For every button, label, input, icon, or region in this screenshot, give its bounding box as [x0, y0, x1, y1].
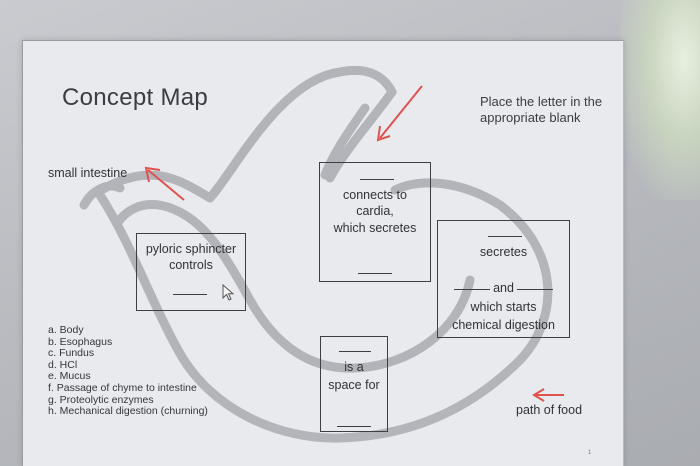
pyloric-line1: pyloric sphincter: [145, 242, 237, 256]
option-item: g. Proteolytic enzymes: [48, 393, 154, 406]
secretes-line3: which starts: [470, 300, 537, 314]
option-item: f. Passage of chyme to intestine: [48, 381, 197, 394]
space-bottom-answer-blank[interactable]: [337, 426, 371, 427]
secretes-line2: and: [493, 281, 514, 295]
small-intestine-label: small intestine: [48, 166, 128, 180]
instruction-text: Place the letter in the appropriate blan…: [480, 94, 603, 125]
cardia-line1: connects to: [343, 188, 407, 202]
pyloric-sphincter-box: pyloric sphincter controls: [136, 233, 246, 311]
option-item: c. Fundus: [48, 347, 95, 360]
secretes-second-and-blank[interactable]: [516, 289, 553, 290]
page-title: Concept Map: [62, 84, 209, 111]
secretes-line2-row: and: [438, 281, 569, 296]
option-item: e. Mucus: [48, 370, 91, 383]
pyloric-answer-blank[interactable]: [173, 294, 207, 295]
option-item: a. Body: [48, 324, 84, 336]
arrow-esophagus-icon: [376, 85, 423, 142]
answer-options-list: a. Body b. Esophagus c. Fundus d. HCl e.…: [48, 324, 208, 418]
cardia-line3: which secretes: [333, 221, 417, 235]
page-number: 1: [588, 450, 592, 456]
space-line2: space for: [328, 378, 380, 392]
secretes-line4: chemical digestion: [452, 318, 555, 332]
space-box: is a space for: [320, 336, 388, 432]
secretes-line1: secretes: [479, 245, 528, 259]
option-item: d. HCl: [48, 358, 78, 371]
space-line1: is a: [344, 360, 364, 374]
cardia-top-answer-blank[interactable]: [360, 179, 394, 180]
arrow-path-of-food-icon: [532, 388, 564, 402]
option-item: b. Esophagus: [48, 335, 113, 348]
background-window-light: [620, 0, 700, 200]
arrow-small-intestine-icon: [144, 166, 185, 201]
cardia-line2: cardia,: [356, 204, 394, 218]
cardia-box: connects to cardia, which secretes: [319, 162, 431, 282]
pyloric-line2: controls: [169, 258, 213, 272]
space-top-answer-blank[interactable]: [339, 351, 371, 352]
path-of-food-label: path of food: [516, 403, 583, 417]
option-item: h. Mechanical digestion (churning): [48, 405, 208, 418]
cardia-bottom-answer-blank[interactable]: [358, 273, 392, 274]
secretes-top-answer-blank[interactable]: [488, 236, 522, 237]
secretes-first-and-blank[interactable]: [454, 289, 491, 290]
secretes-box: secretes and which starts chemical diges…: [437, 220, 570, 338]
mouse-cursor-icon: [222, 284, 235, 301]
